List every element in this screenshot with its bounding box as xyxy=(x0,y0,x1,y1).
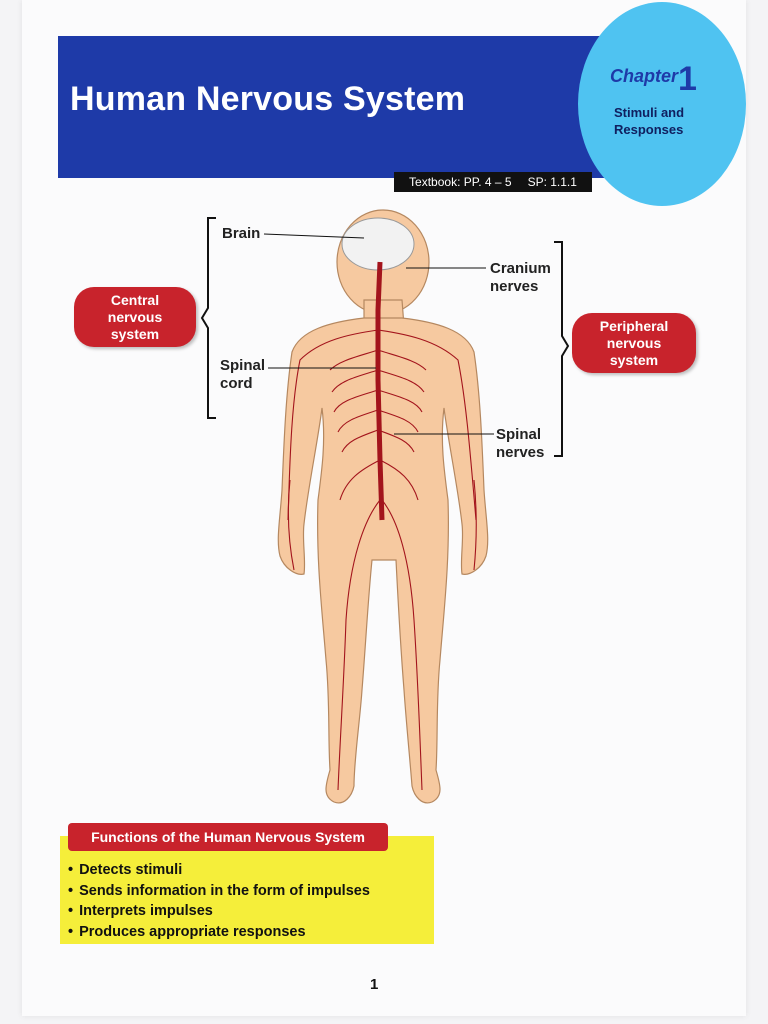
nerve-network xyxy=(287,329,477,791)
spinal-cord-line xyxy=(375,261,385,521)
spinal-nerves-label-1: Spinal xyxy=(496,426,542,443)
chapter-subtitle: Stimuli and Responses xyxy=(614,105,685,137)
spinal-nerves-label-2: nerves xyxy=(496,444,545,461)
central-line-1: Central xyxy=(110,291,160,308)
cranium-nerves-label-1: Cranium xyxy=(490,260,551,277)
list-item: Sends information in the form of impulse… xyxy=(68,881,370,902)
peripheral-bracket xyxy=(554,241,570,457)
central-bracket xyxy=(200,217,216,419)
central-line-3: system xyxy=(110,325,160,342)
peripheral-line-1: Peripheral xyxy=(599,317,669,334)
central-line-2: nervous xyxy=(107,308,163,325)
list-item: Detects stimuli xyxy=(68,860,370,881)
chapter-label: Chapter xyxy=(610,66,679,86)
cranium-nerves-label-2: nerves xyxy=(490,278,539,295)
list-item: Produces appropriate responses xyxy=(68,922,370,943)
functions-title: Functions of the Human Nervous System xyxy=(68,823,388,851)
peripheral-nervous-system-badge: Peripheral nervous system xyxy=(572,313,696,373)
page-number: 1 xyxy=(370,976,379,993)
sp-ref: SP: 1.1.1 xyxy=(527,175,577,189)
spinal-cord-label-1: Spinal xyxy=(220,357,266,374)
chapter-badge xyxy=(578,2,746,206)
spinal-cord-label-2: cord xyxy=(220,375,253,392)
leader-lines xyxy=(263,233,494,435)
list-item: Interprets impulses xyxy=(68,901,370,922)
brain-label: Brain xyxy=(222,225,261,242)
page-title: Human Nervous System xyxy=(70,80,466,118)
central-nervous-system-badge: Central nervous system xyxy=(74,287,196,347)
textbook-reference-bar: Textbook: PP. 4 – 5 SP: 1.1.1 xyxy=(394,172,592,192)
functions-list: Detects stimuli Sends information in the… xyxy=(68,860,370,942)
peripheral-line-2: nervous xyxy=(606,334,662,351)
header-banner xyxy=(58,36,618,178)
chapter-number: 1 xyxy=(678,60,697,98)
peripheral-line-3: system xyxy=(609,351,659,368)
textbook-ref: Textbook: PP. 4 – 5 xyxy=(409,175,512,189)
